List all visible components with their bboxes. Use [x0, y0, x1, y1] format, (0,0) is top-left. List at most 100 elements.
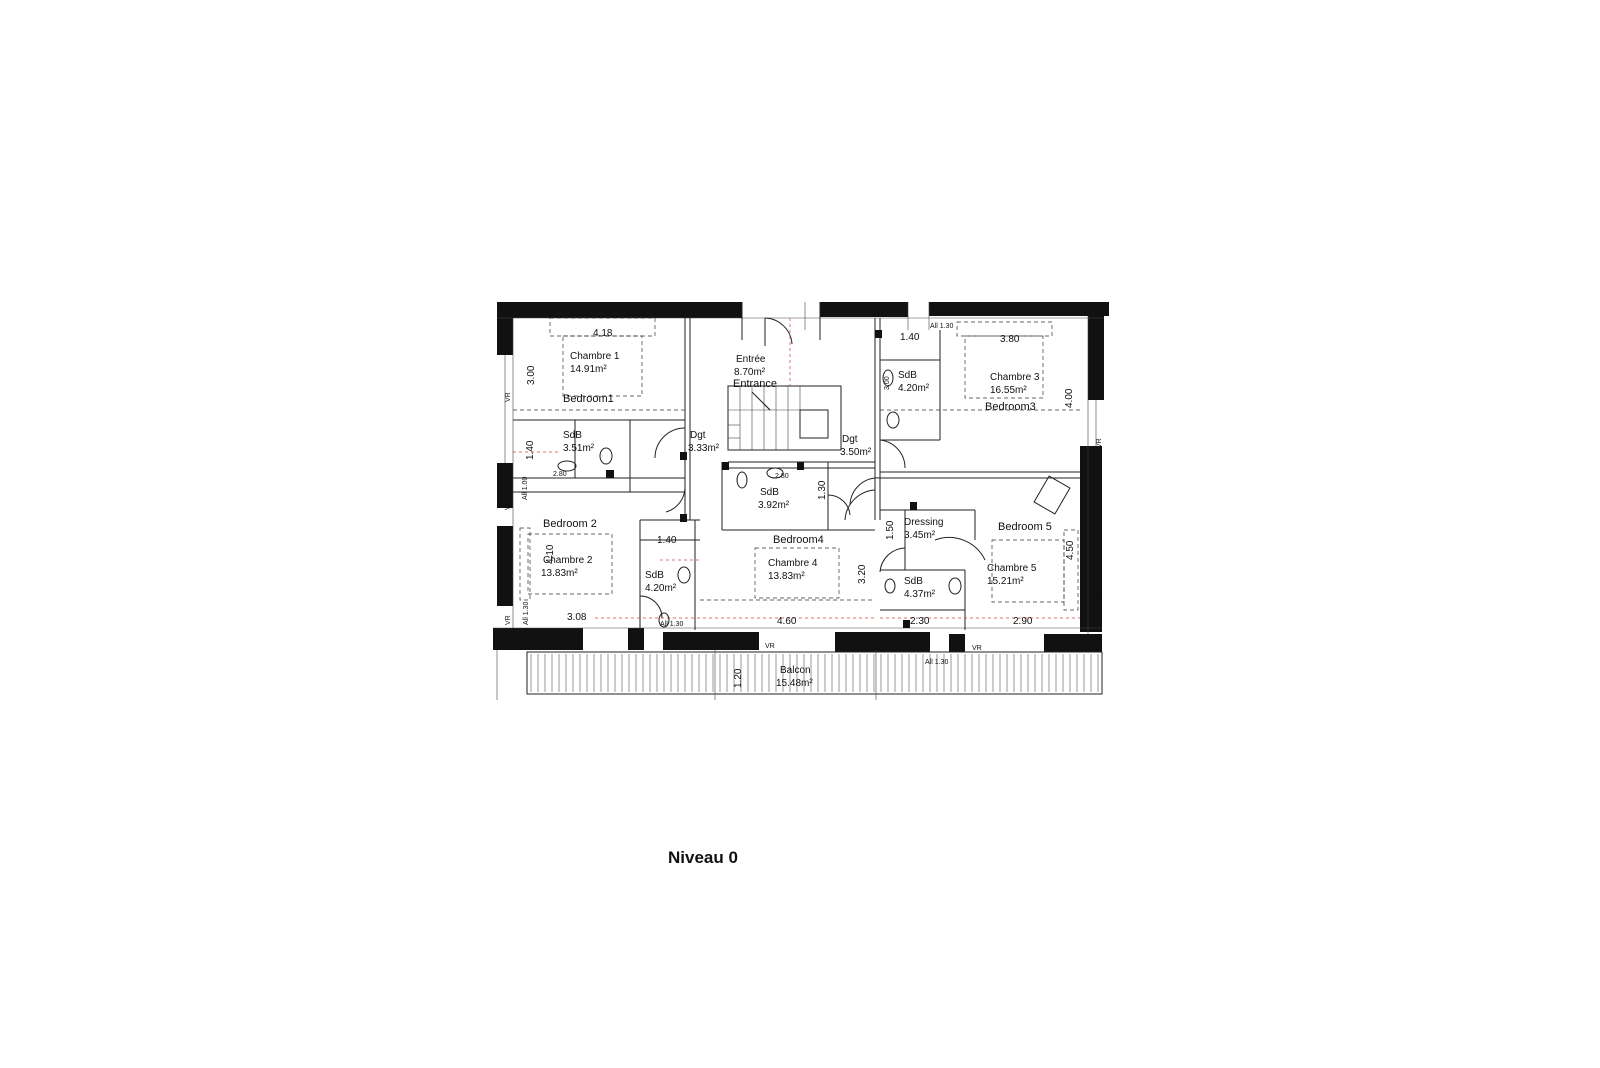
label-sdb4-area: 3.92m² [758, 500, 790, 511]
vr-right-top: VR [1096, 438, 1103, 448]
dim-3-00-sdb3: 3.00 [884, 376, 891, 390]
label-chambre3-area: 16.55m² [990, 385, 1027, 396]
label-sdb2-area: 4.20m² [645, 583, 677, 594]
exterior-walls [493, 302, 1109, 652]
dim-1-40-left: 1.40 [525, 440, 536, 460]
label-sdb5-area: 4.37m² [904, 589, 936, 600]
doors [639, 427, 986, 619]
wall-left-top [497, 302, 513, 355]
wall-bottom-1 [493, 628, 583, 650]
bed-chambre5 [991, 539, 1065, 603]
label-dgt-right-name: Dgt [842, 434, 858, 445]
dim-4-60: 4.60 [777, 616, 797, 627]
label-sdb5-name: SdB [904, 576, 923, 587]
label-chambre3-name: Chambre 3 [990, 372, 1040, 383]
dim-1-20: 1.20 [733, 668, 744, 688]
wall-left-low [497, 526, 513, 606]
dim-4-00: 4.00 [1064, 388, 1075, 408]
wall-top-right [929, 302, 1109, 316]
vr-bottom-1: VR [560, 641, 570, 648]
wall-top-mid [820, 302, 908, 317]
label-chambre5-area: 15.21m² [987, 576, 1024, 587]
room-labels: Chambre 1 14.91m² Bedroom1 Entrée 8.70m²… [541, 351, 1052, 689]
all-1-30-bottom: All 1.30 [925, 659, 948, 666]
bed-chambre1 [562, 335, 643, 397]
label-chambre1-en: Bedroom1 [563, 393, 614, 405]
label-chambre5-name: Chambre 5 [987, 563, 1037, 574]
bed-chambre4 [754, 547, 840, 599]
label-balcon-name: Balcon [780, 665, 811, 676]
outline-lines [493, 302, 1104, 634]
vr-left-low: VR [505, 615, 512, 625]
wall-right-top [1088, 302, 1104, 400]
dim-2-80-sdb1: 2.80 [553, 471, 567, 478]
label-chambre2-en: Bedroom 2 [543, 518, 597, 530]
label-entree-name: Entrée [736, 354, 766, 365]
wall-bottom-6 [1044, 634, 1102, 652]
label-chambre3-en: Bedroom3 [985, 401, 1036, 413]
stairs [728, 386, 829, 450]
vr-left-top: VR [505, 392, 512, 402]
wall-bottom-2 [628, 628, 644, 650]
label-chambre1-area: 14.91m² [570, 364, 607, 375]
label-sdb3-name: SdB [898, 370, 917, 381]
wall-bottom-4 [835, 632, 930, 652]
dim-3-80: 3.80 [1000, 334, 1020, 345]
wall-bottom-3 [663, 632, 759, 650]
dim-1-40-right: 1.40 [900, 332, 920, 343]
dim-4-50: 4.50 [1065, 540, 1076, 560]
wall-left-mid [497, 463, 513, 508]
interior-walls [513, 318, 1080, 630]
all-1-30-top: All 1.30 [930, 323, 953, 330]
label-chambre4-name: Chambre 4 [768, 558, 818, 569]
dim-4-18: 4.18 [593, 328, 613, 339]
balcony-hatch [530, 654, 1099, 692]
label-entree-en: Entrance [733, 378, 777, 390]
label-chambre1-name: Chambre 1 [570, 351, 620, 362]
balcony [496, 650, 1103, 700]
bed-chambre2 [527, 533, 613, 595]
label-chambre2-area: 13.83m² [541, 568, 578, 579]
label-chambre5-en: Bedroom 5 [998, 521, 1052, 533]
dim-1-50: 1.50 [885, 520, 896, 540]
wall-bottom-5 [949, 634, 965, 652]
all-1-30-lowleft: All 1.30 [523, 602, 530, 625]
dim-1-30: 1.30 [817, 480, 828, 500]
wall-top-left [497, 302, 742, 318]
dim-3-20: 3.20 [857, 564, 868, 584]
dimension-labels: 4.18 3.00 1.40 2.80 4.10 1.40 3.08 4.60 … [525, 328, 1076, 688]
label-dgt-right-area: 3.50m² [840, 447, 872, 458]
label-chambre2-name: Chambre 2 [543, 555, 593, 566]
dim-2-90: 2.90 [1013, 616, 1033, 627]
label-dressing-name: Dressing [904, 517, 943, 528]
label-sdb1-area: 3.51m² [563, 443, 595, 454]
level-title: Niveau 0 [668, 848, 738, 867]
vr-right-low: VR [1096, 590, 1103, 600]
balcony-outline [526, 651, 1103, 695]
label-sdb3-area: 4.20m² [898, 383, 930, 394]
label-dressing-area: 3.45m² [904, 530, 936, 541]
label-chambre4-area: 13.83m² [768, 571, 805, 582]
dim-3-00: 3.00 [526, 365, 537, 385]
vr-bottom-3: VR [972, 645, 982, 652]
label-chambre4-en: Bedroom4 [773, 534, 824, 546]
all-1-00-left: All 1.00 [522, 477, 529, 500]
vr-bottom-2: VR [765, 643, 775, 650]
all-1-30-left: All 1.30 [660, 621, 683, 628]
label-balcon-area: 15.48m² [776, 678, 813, 689]
dim-1-40-mid: 1.40 [657, 535, 677, 546]
dim-2-80-sdb4: 2.80 [775, 473, 789, 480]
label-sdb4-name: SdB [760, 487, 779, 498]
label-dgt-left-area: 3.33m² [688, 443, 720, 454]
label-entree-area: 8.70m² [734, 367, 766, 378]
label-sdb1-name: SdB [563, 430, 582, 441]
wall-right-low [1080, 446, 1102, 632]
dim-4-10: 4.10 [545, 544, 556, 564]
dim-3-08: 3.08 [567, 612, 587, 623]
furniture [513, 317, 1080, 628]
vr-left-mid: VR [505, 500, 512, 510]
label-sdb2-name: SdB [645, 570, 664, 581]
